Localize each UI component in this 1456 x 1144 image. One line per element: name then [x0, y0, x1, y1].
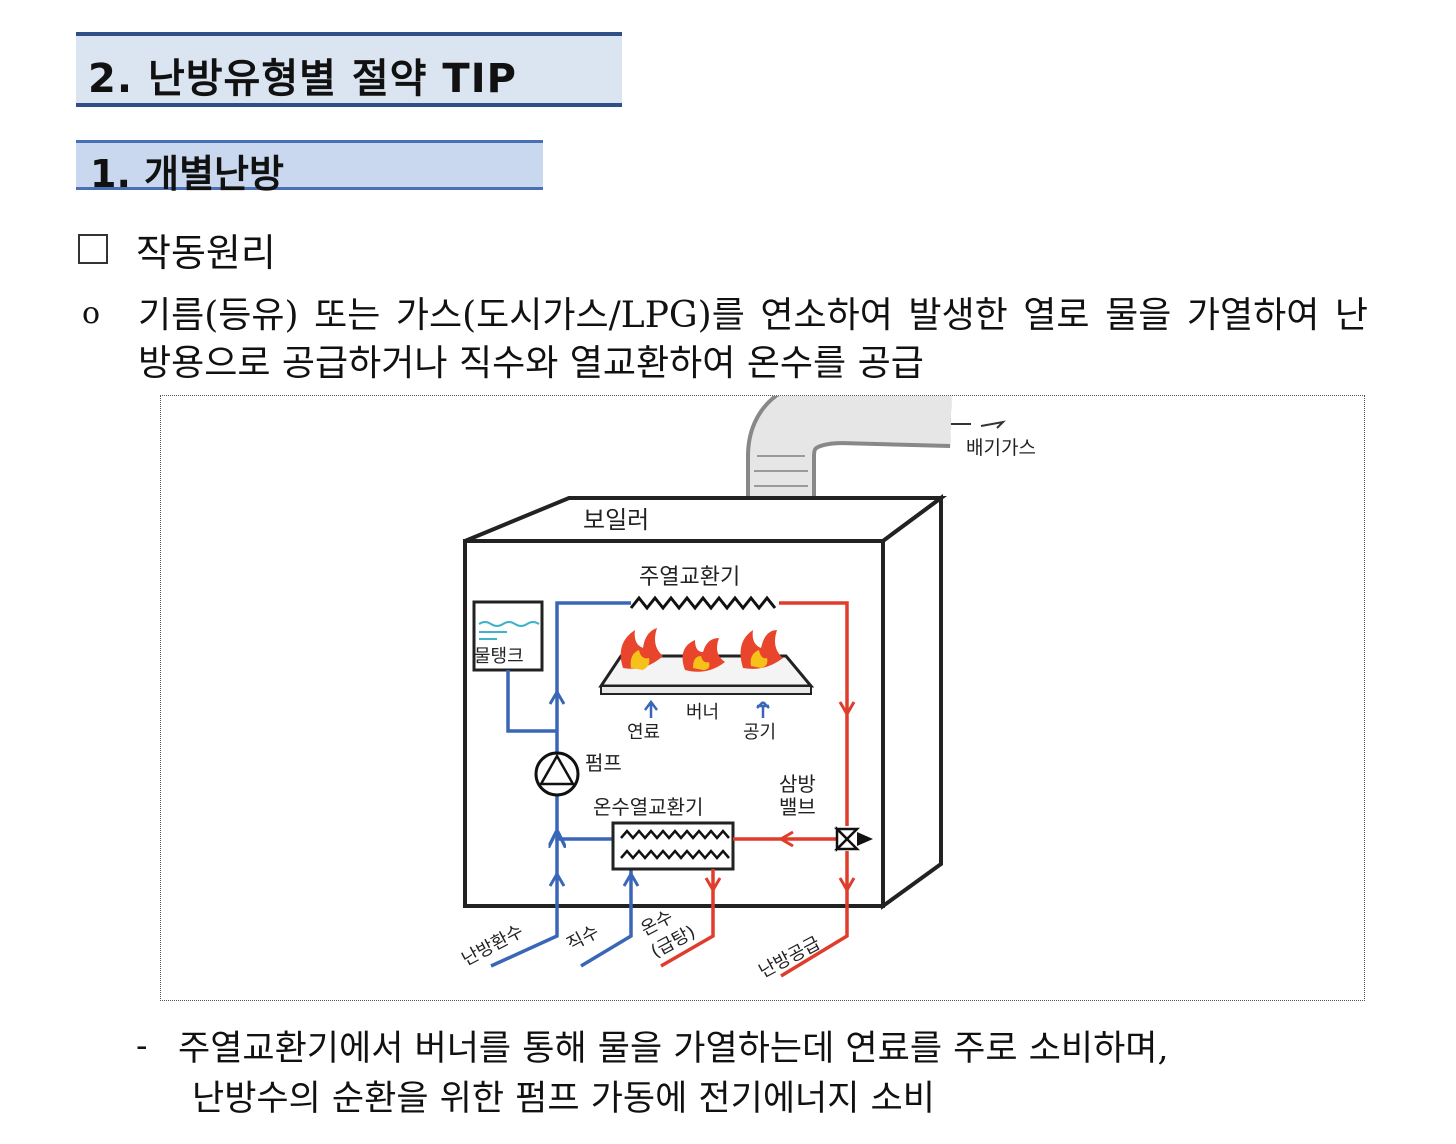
section-title: 작동원리	[136, 231, 276, 275]
burner-flames	[620, 628, 783, 672]
return-arrow-icon	[548, 871, 566, 887]
main-heat-exchanger-coil	[629, 595, 777, 611]
section-heading-main: 2. 난방유형별 절약 TIP	[76, 32, 622, 107]
energy-note: 주열교환기에서 버너를 통해 물을 가열하는데 연료를 주로 소비하며, 난방수…	[178, 1024, 1368, 1124]
pipe-up-arrow-icon	[548, 689, 566, 705]
air-arrow-icon	[756, 701, 770, 718]
boiler-box	[463, 494, 948, 910]
burner-label: 버너	[686, 702, 719, 723]
heading-main-text: 2. 난방유형별 절약 TIP	[88, 56, 517, 102]
boiler-diagram: 배기가스 보일러 주열교환기 물탱크	[160, 395, 1365, 1001]
bullet-circle-icon: o	[82, 296, 101, 331]
hot-water-pipes	[660, 601, 849, 978]
heating-return-label: 난방환수	[458, 921, 526, 971]
energy-note-line2: 난방수의 순환을 위한 펌프 가동에 전기에너지 소비	[192, 1079, 935, 1119]
fuel-label: 연료	[627, 722, 660, 743]
air-label: 공기	[743, 722, 776, 743]
water-tank-label: 물탱크	[474, 646, 524, 667]
principle-paragraph: 기름(등유) 또는 가스(도시가스/LPG)를 연소하여 발생한 열로 물을 가…	[138, 295, 1368, 384]
water-tank	[472, 600, 544, 672]
three-way-valve-icon	[833, 825, 873, 853]
heading-sub-text: 1. 개별난방	[90, 152, 284, 196]
fuel-arrow-icon	[644, 699, 658, 718]
three-way-valve-label-2: 밸브	[779, 795, 816, 819]
exchanger-in-arrow-icon	[778, 830, 794, 848]
main-heat-exchanger-label: 주열교환기	[639, 565, 740, 590]
hot-water-heat-exchanger-label: 온수열교환기	[593, 795, 703, 819]
pump-label: 펌프	[585, 751, 622, 775]
checkbox-square-icon	[78, 234, 108, 264]
exhaust-pipe	[746, 396, 1006, 511]
three-way-valve-label-1: 삼방	[779, 772, 816, 796]
hot-water-heat-exchanger	[611, 821, 735, 871]
direct-water-label: 직수	[563, 921, 602, 955]
exhaust-gas-label: 배기가스	[966, 437, 1036, 459]
boiler-diagram-svg: 배기가스 보일러 주열교환기 물탱크	[458, 396, 1036, 982]
section-heading-sub: 1. 개별난방	[76, 140, 543, 196]
supply-arrow-icon-2	[838, 877, 856, 893]
pump-icon	[534, 751, 580, 797]
supply-arrow-icon-1	[838, 701, 856, 717]
energy-note-line1: 주열교환기에서 버너를 통해 물을 가열하는데 연료를 주로 소비하며,	[178, 1029, 1169, 1069]
hot-water-arrow-icon	[704, 877, 722, 893]
boiler-label: 보일러	[583, 506, 649, 534]
direct-water-arrow-icon	[622, 871, 640, 887]
note-dash: -	[136, 1026, 148, 1066]
